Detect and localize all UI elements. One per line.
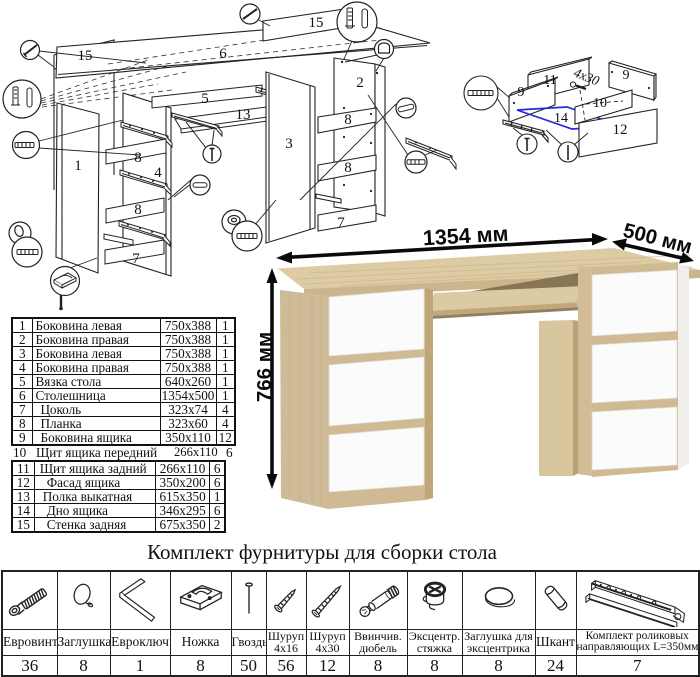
svg-text:10: 10 xyxy=(593,96,607,111)
svg-text:9: 9 xyxy=(518,85,525,100)
svg-text:1: 1 xyxy=(74,158,82,174)
svg-text:8: 8 xyxy=(344,160,352,176)
svg-text:12: 12 xyxy=(613,122,628,138)
svg-text:11: 11 xyxy=(543,73,556,88)
svg-text:15: 15 xyxy=(309,15,324,31)
svg-text:9: 9 xyxy=(623,68,630,83)
svg-text:15: 15 xyxy=(78,48,93,64)
svg-text:8: 8 xyxy=(134,202,142,218)
svg-text:6: 6 xyxy=(219,46,227,62)
svg-text:7: 7 xyxy=(132,251,140,267)
svg-text:14: 14 xyxy=(554,111,568,126)
svg-text:7: 7 xyxy=(337,215,345,231)
svg-text:5: 5 xyxy=(201,91,209,107)
svg-text:4: 4 xyxy=(154,165,162,181)
svg-text:8: 8 xyxy=(344,112,352,128)
svg-text:8: 8 xyxy=(134,150,142,166)
svg-text:13: 13 xyxy=(236,107,251,123)
svg-text:3: 3 xyxy=(285,136,293,152)
svg-text:2: 2 xyxy=(356,75,364,91)
